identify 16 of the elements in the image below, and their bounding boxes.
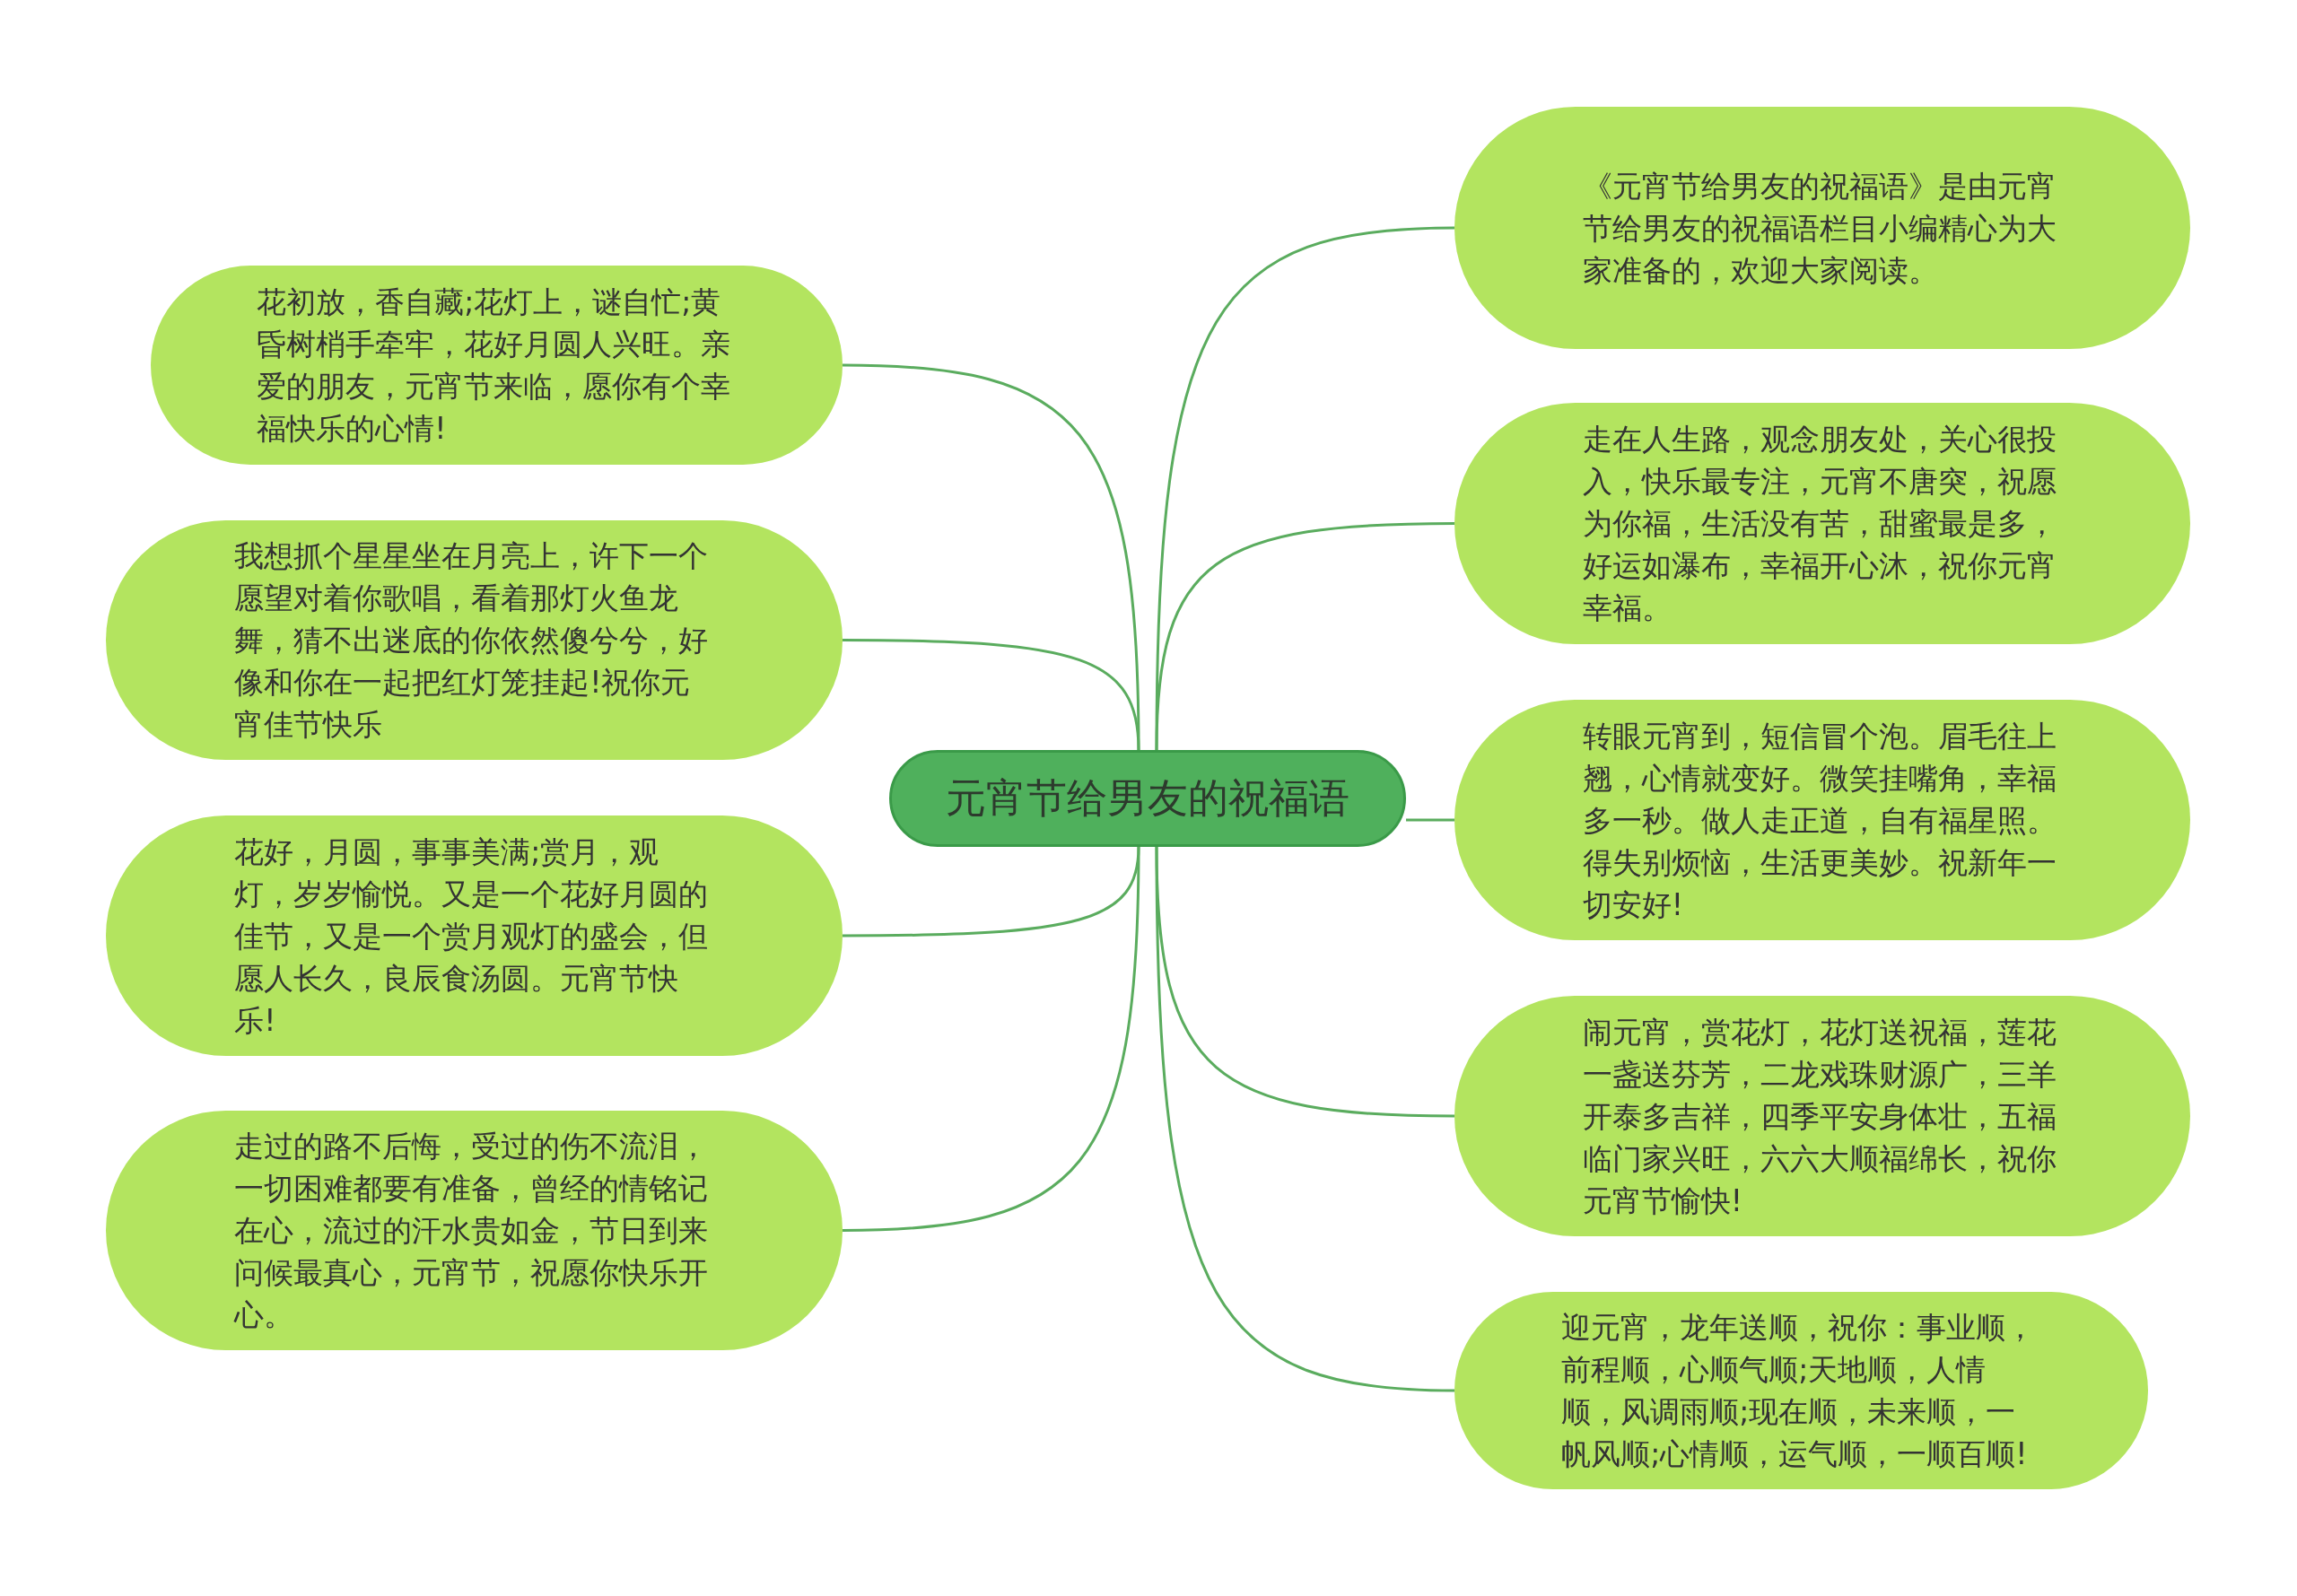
connector-line — [842, 846, 1140, 1232]
connector-line — [1406, 818, 1454, 822]
connector-line — [1155, 522, 1454, 751]
wish-text: 《元宵节给男友的祝福语》是由元宵节给男友的祝福语栏目小编精心为大家准备的，欢迎大家阅读。 — [1582, 167, 2057, 290]
wish-text: 走过的路不后悔，受过的伤不流泪，一切困难都要有准备，曾经的情铭记在心，流过的汗水贵如金，节日到来问候最真心，元宵节，祝愿你快乐开心。 — [234, 1128, 710, 1334]
wish-text: 花好，月圆，事事美满;赏月，观灯，岁岁愉悦。又是一个花好月圆的佳节，又是一个赏月观灯的盛会，但愿人长久，良辰食汤圆。元宵节快乐! — [234, 833, 710, 1040]
wish-text: 迎元宵，龙年送顺，祝你：事业顺，前程顺，心顺气顺;天地顺，人情顺，风调雨顺;现在顺，未来顺，一帆风顺;心情顺，运气顺，一顺百顺! — [1561, 1309, 2037, 1473]
wish-text: 闹元宵，赏花灯，花灯送祝福，莲花一盏送芬芳，二龙戏珠财源广，三羊开泰多吉祥，四季平安身体壮，五福临门家兴旺，六六大顺福绵长，祝你元宵节愉快! — [1582, 1013, 2057, 1220]
connector-line — [843, 639, 1140, 751]
topic-title: 元宵节给男友的祝福语 — [946, 773, 1349, 824]
wish-text: 转眼元宵到，短信冒个泡。眉毛往上翘，心情就变好。微笑挂嘴角，幸福多一秒。做人走正道，自有福星照。得失别烦恼，生活更美妙。祝新年一切安好! — [1582, 717, 2057, 924]
wish-text: 我想抓个星星坐在月亮上，许下一个愿望对着你歌唱，看着那灯火鱼龙舞，猜不出迷底的你依然傻兮兮，好像和你在一起把红灯笼挂起!祝你元宵佳节快乐 — [234, 537, 710, 744]
connector-line — [1155, 226, 1455, 750]
wish-text: 走在人生路，观念朋友处，关心很投入，快乐最专注，元宵不唐突，祝愿为你福，生活没有苦，甜蜜最是多，好运如瀑布，幸福开心沐，祝你元宵幸福。 — [1582, 421, 2057, 627]
wish-text: 花初放，香自藏;花灯上，谜自忙;黄昏树梢手牵牢，花好月圆人兴旺。亲爱的朋友，元宵节来临，愿你有个幸福快乐的心情! — [257, 283, 732, 448]
connector-line — [1155, 847, 1455, 1392]
